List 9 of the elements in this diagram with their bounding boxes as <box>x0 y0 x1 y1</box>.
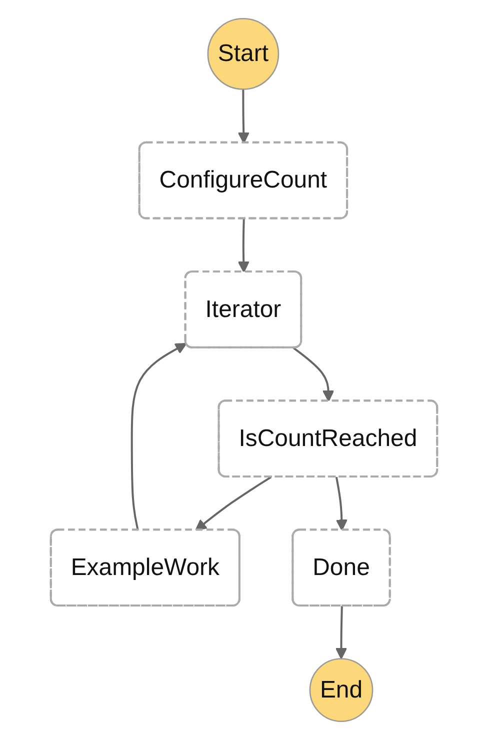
arrow <box>293 347 334 402</box>
arrow <box>238 218 250 273</box>
arrow <box>335 606 348 660</box>
node-circle: Start <box>207 18 280 90</box>
arrow <box>335 476 348 531</box>
arrow <box>195 476 272 531</box>
arrow <box>238 89 250 144</box>
arrow <box>130 342 187 531</box>
node-circle: End <box>309 658 374 722</box>
